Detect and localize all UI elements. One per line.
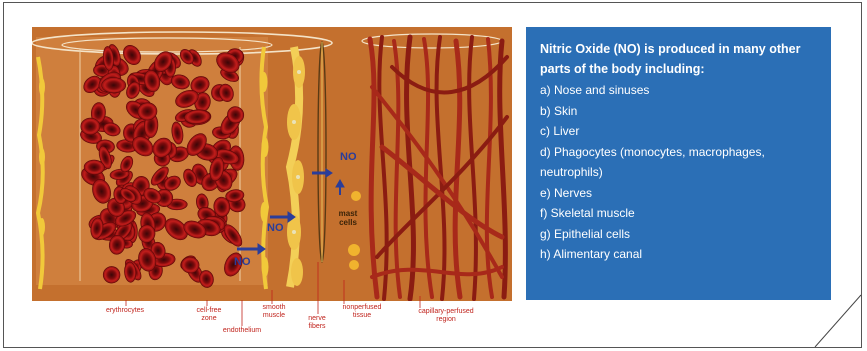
list-item: f) Skeletal muscle [540,203,821,224]
list-item: a) Nose and sinuses [540,80,821,101]
info-panel-title: Nitric Oxide (NO) is produced in many ot… [540,39,821,79]
erythrocyte [101,77,125,93]
list-item: g) Epithelial cells [540,224,821,245]
list-item: b) Skin [540,101,821,122]
list-item: c) Liver [540,121,821,142]
info-panel: Nitric Oxide (NO) is produced in many ot… [526,27,831,300]
info-list: a) Nose and sinuses b) Skin c) Liver d) … [540,80,821,265]
blood-vessel-diagram [32,27,512,301]
list-item: h) Alimentary canal [540,244,821,265]
list-item: d) Phagocytes (monocytes, macrophages, n… [540,142,770,183]
list-item: e) Nerves [540,183,821,204]
